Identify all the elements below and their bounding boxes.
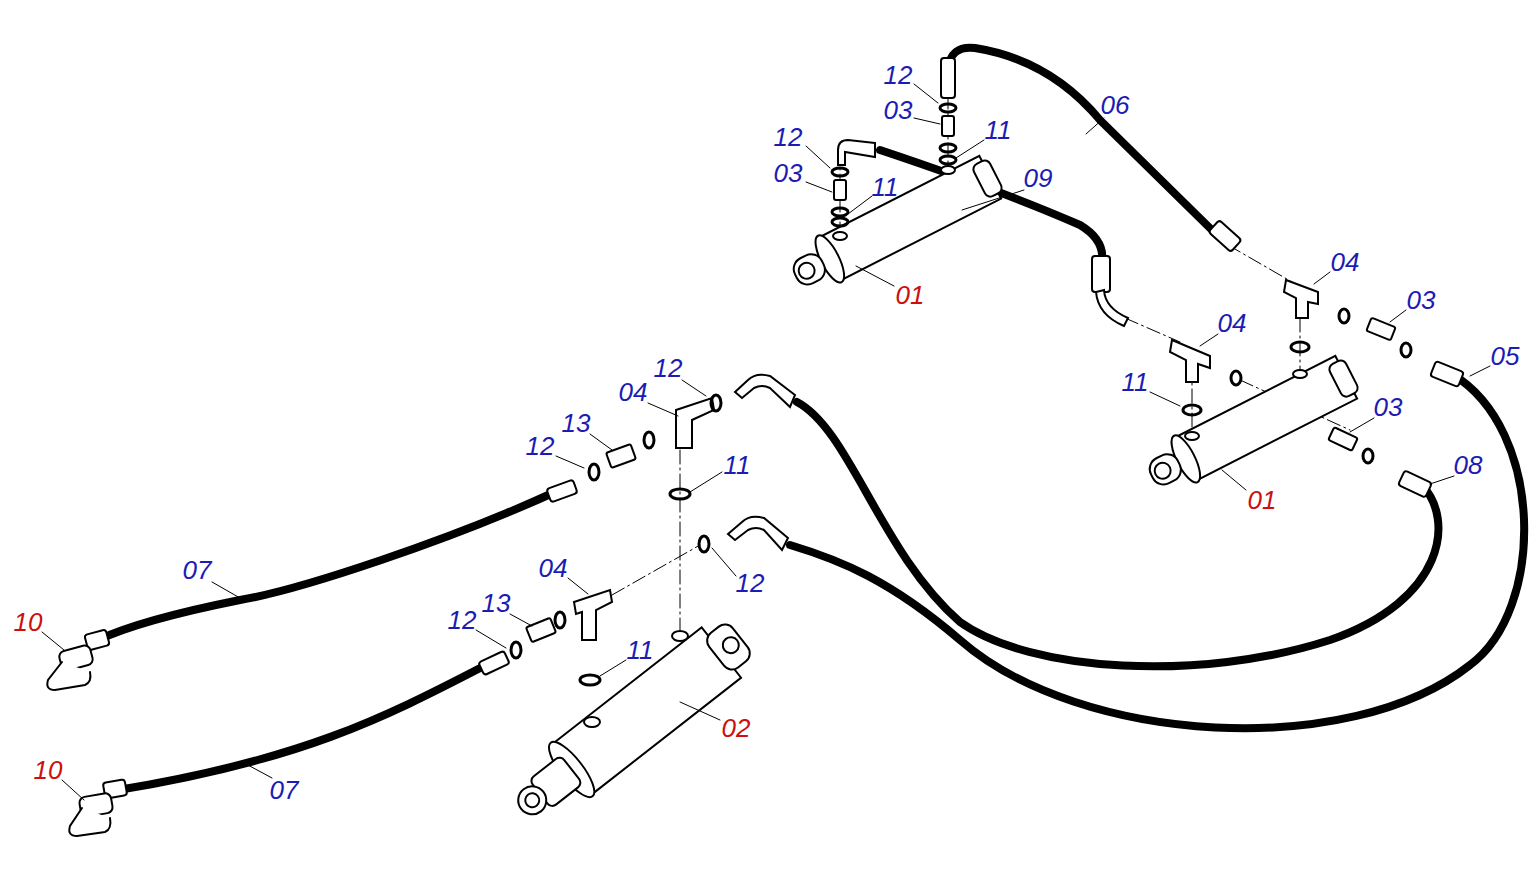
callout-number: 05 <box>1491 343 1520 369</box>
callout-number: 12 <box>526 433 555 459</box>
callout-number: 11 <box>724 452 751 478</box>
callout-number: 11 <box>1122 369 1149 395</box>
callout-number: 04 <box>1218 310 1247 336</box>
hose-fitting <box>84 58 1464 799</box>
quick-coupling <box>47 644 113 836</box>
callout-number: 10 <box>34 757 63 783</box>
callout-number: 02 <box>722 715 751 741</box>
leader-line <box>42 84 1490 800</box>
callout-number: 01 <box>896 282 925 308</box>
callout-number: 11 <box>985 117 1012 143</box>
center-line <box>612 95 1350 630</box>
callout-number: 12 <box>736 570 765 596</box>
tee-fitting <box>574 280 1318 640</box>
callout-number: 01 <box>1248 487 1277 513</box>
callout-number: 13 <box>562 410 591 436</box>
hydraulic-cylinder <box>500 151 1363 835</box>
callout-number: 12 <box>884 62 913 88</box>
callout-number: 12 <box>774 124 803 150</box>
callout-number: 06 <box>1101 92 1130 118</box>
callout-number: 04 <box>539 555 568 581</box>
callout-number: 04 <box>619 379 648 405</box>
callout-number: 10 <box>14 609 43 635</box>
callout-number: 07 <box>270 777 299 803</box>
callout-number: 03 <box>774 160 803 186</box>
callout-number: 04 <box>1331 249 1360 275</box>
o-ring <box>511 104 1411 685</box>
cylinder-port <box>584 166 1307 727</box>
callout-number: 07 <box>183 557 212 583</box>
callout-number: 11 <box>872 174 899 200</box>
callout-number: 03 <box>1407 287 1436 313</box>
hydraulic-hose <box>98 48 1524 790</box>
callout-number: 13 <box>482 590 511 616</box>
callout-number: 12 <box>654 355 683 381</box>
callout-number: 03 <box>884 97 913 123</box>
adaptor <box>526 116 1396 642</box>
callout-number: 03 <box>1374 394 1403 420</box>
callout-number: 08 <box>1454 452 1483 478</box>
callout-number: 11 <box>627 637 654 663</box>
callout-number: 09 <box>1024 165 1053 191</box>
callout-number: 12 <box>448 607 477 633</box>
